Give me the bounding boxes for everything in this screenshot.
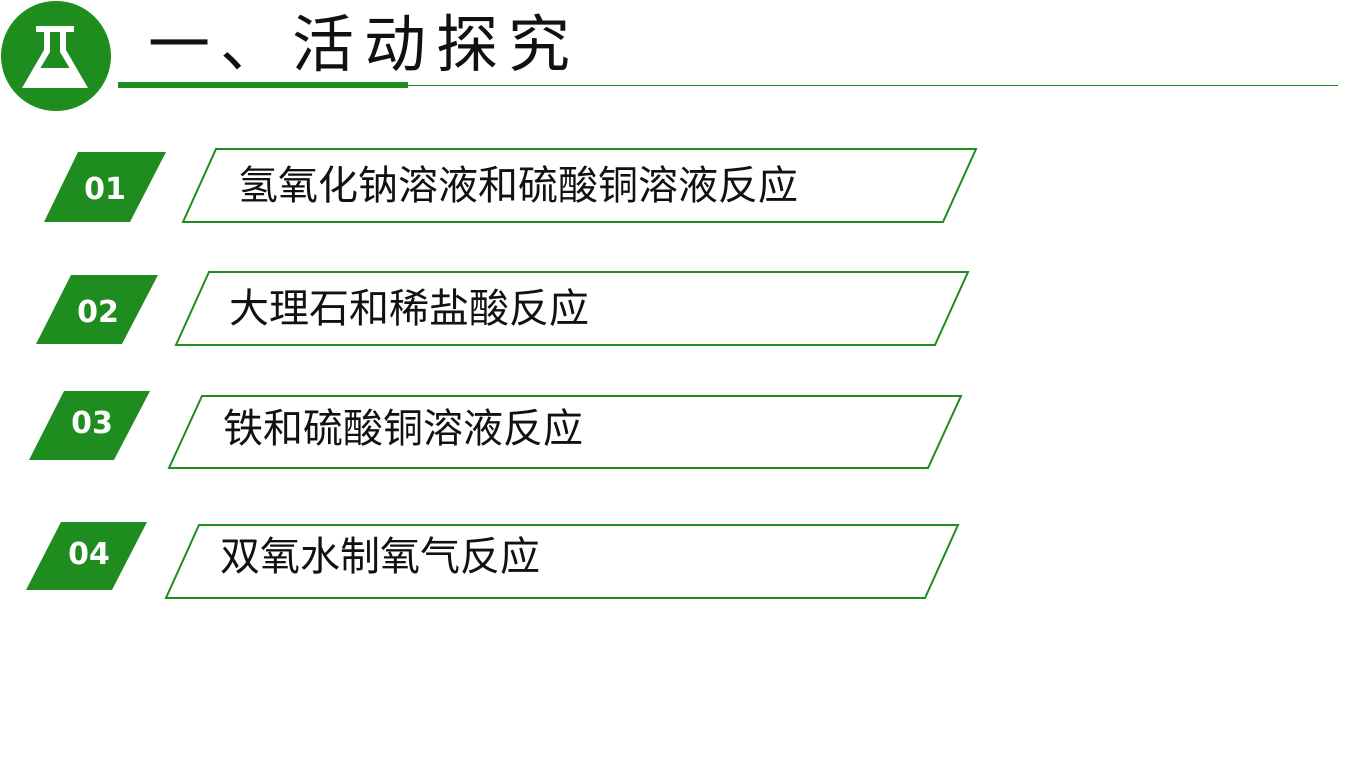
item-frame-2 <box>174 271 970 346</box>
flask-icon <box>22 26 88 88</box>
number-label-2: 02 <box>77 295 119 330</box>
title-underline <box>118 85 1338 86</box>
page-title: 一、活动探究 <box>148 8 581 81</box>
item-label-1: 氢氧化钠溶液和硫酸铜溶液反应 <box>238 163 798 209</box>
item-label-3: 铁和硫酸铜溶液反应 <box>223 406 583 452</box>
number-label-4: 04 <box>68 537 110 572</box>
item-label-4: 双氧水制氧气反应 <box>220 534 540 580</box>
item-label-2: 大理石和稀盐酸反应 <box>229 286 589 332</box>
number-badge-1 <box>44 152 166 222</box>
number-badge-3 <box>29 391 150 460</box>
number-badge-2 <box>36 275 158 344</box>
number-label-3: 03 <box>71 406 113 441</box>
item-frame-4 <box>164 524 960 599</box>
item-frame-1 <box>181 148 978 223</box>
number-badge-4 <box>26 522 147 590</box>
item-frame-3 <box>167 395 963 469</box>
number-label-1: 01 <box>84 172 126 207</box>
flask-logo <box>1 1 111 111</box>
